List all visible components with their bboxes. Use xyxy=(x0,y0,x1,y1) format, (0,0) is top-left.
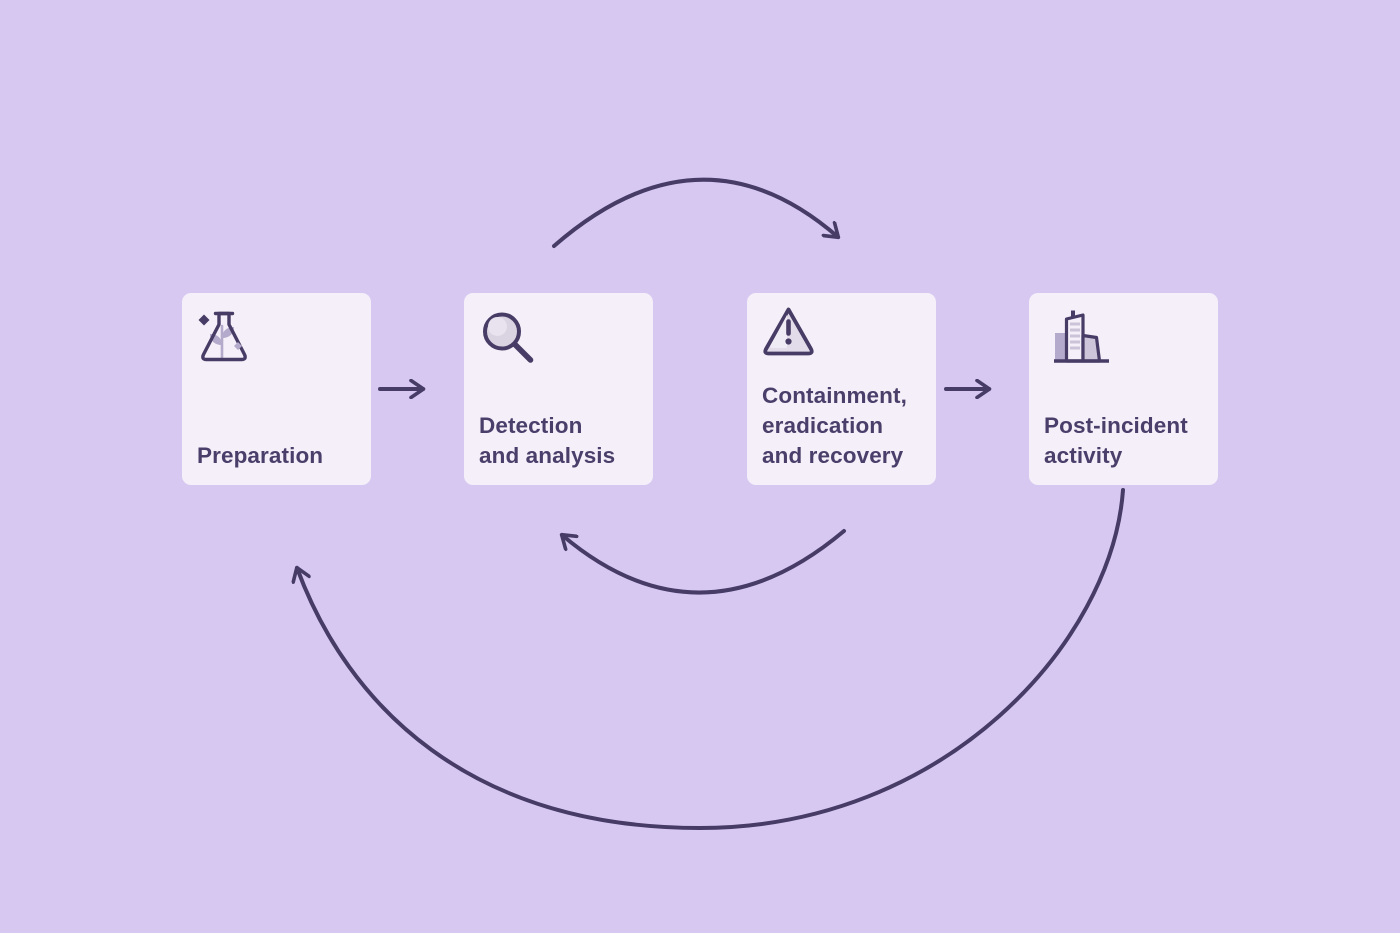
step-label: Detection and analysis xyxy=(479,411,651,471)
arc-detection-to-containment xyxy=(552,177,838,248)
step-label-line: and analysis xyxy=(479,443,616,468)
warning-triangle-icon xyxy=(763,307,814,356)
step-card-preparation: Preparation xyxy=(182,293,371,485)
arc-containment-to-detection xyxy=(562,529,846,595)
magnifying-glass-icon xyxy=(483,312,534,363)
step-label-line: Post-incident xyxy=(1044,413,1188,438)
step-label: Preparation xyxy=(197,441,369,471)
step-label-line: activity xyxy=(1044,443,1123,468)
flask-icon xyxy=(198,311,247,362)
loop-postincident-to-preparation xyxy=(297,488,1125,831)
step-label-line: Detection xyxy=(479,413,583,438)
step-label-line: Containment, xyxy=(762,383,907,408)
buildings-icon xyxy=(1054,310,1109,363)
step-label: Post-incident activity xyxy=(1044,411,1216,471)
step-card-post-incident-activity: Post-incident activity xyxy=(1029,293,1218,485)
step-label: Containment, eradication and recovery xyxy=(762,381,934,471)
step-card-detection-and-analysis: Detection and analysis xyxy=(464,293,653,485)
step-card-containment-eradication-and-recovery: Containment, eradication and recovery xyxy=(747,293,936,485)
step-label-line: eradication xyxy=(762,413,884,438)
step-label-line: Preparation xyxy=(197,443,324,468)
step-label-line: and recovery xyxy=(762,443,904,468)
